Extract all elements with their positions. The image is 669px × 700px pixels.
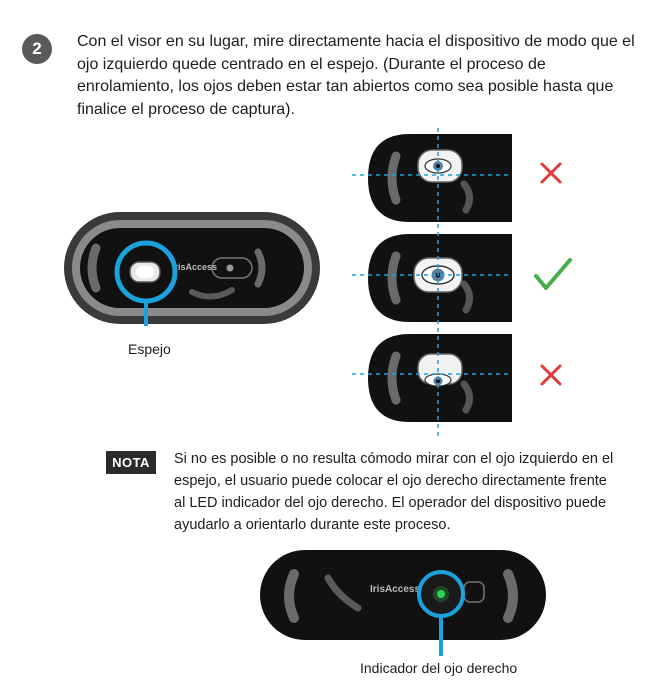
device-led-figure: IrisAccess [260, 550, 546, 644]
alignment-example-correct [352, 234, 572, 322]
note-badge: NOTA [106, 451, 156, 474]
led-indicator [437, 590, 445, 598]
mirror-label: Espejo [128, 341, 171, 357]
brand-logo: IrisAccess [370, 584, 420, 595]
device-mirror-figure: IrisAccess [64, 212, 320, 326]
note-text: Si no es posible o no resulta cómodo mir… [174, 451, 614, 533]
red-x-icon [540, 162, 562, 184]
led-label: Indicador del ojo derecho [360, 660, 518, 676]
step-instruction: Con el visor en su lugar, mire directame… [77, 33, 635, 118]
brand-logo: IrisAccess [172, 262, 217, 272]
green-check-icon [534, 258, 572, 290]
alignment-examples-figure [352, 128, 572, 438]
led-callout-line [439, 642, 443, 656]
alignment-example-high [352, 134, 562, 222]
alignment-example-low [352, 334, 562, 422]
red-x-icon [540, 364, 562, 386]
step-number-badge: 2 [22, 34, 52, 64]
